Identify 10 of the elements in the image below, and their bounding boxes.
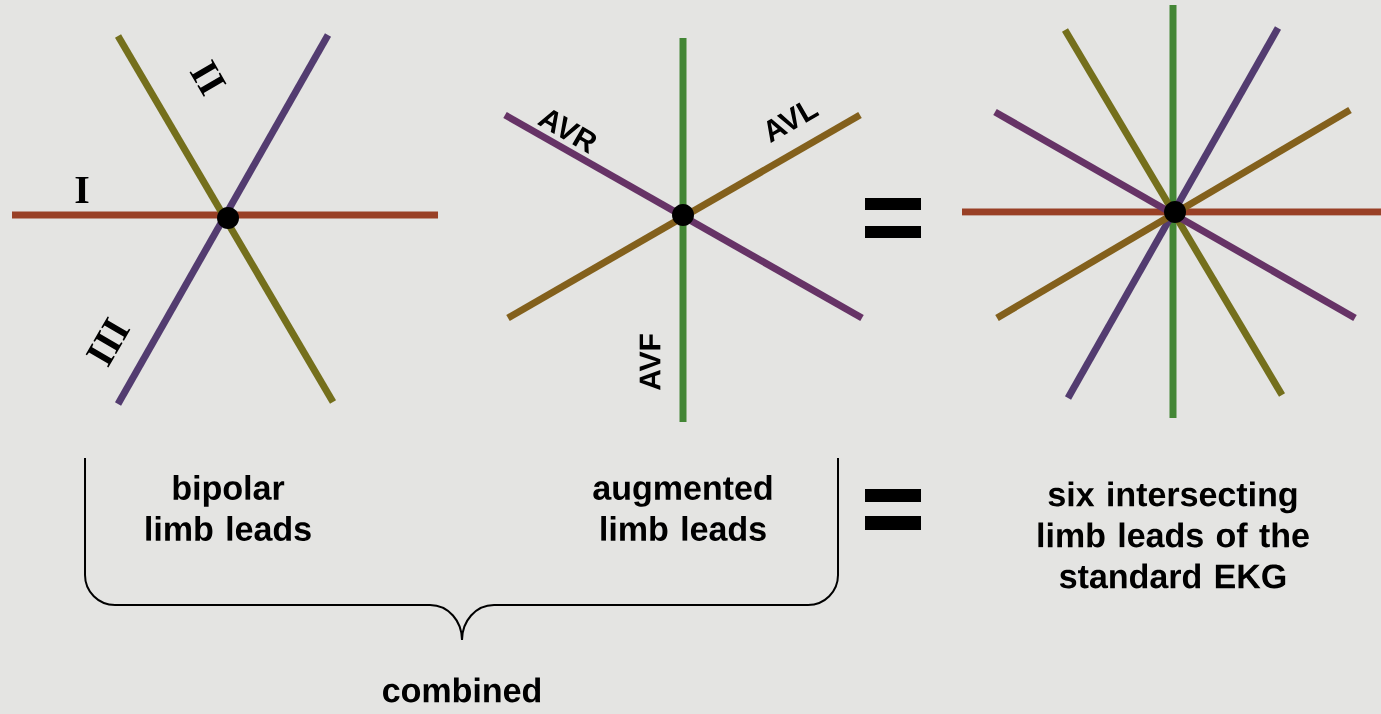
caption: augmented limb leads [593,475,772,541]
lead-label: AVR [537,109,597,154]
caption: bipolar limb leads [146,475,311,541]
lead-label: AVF [639,334,661,391]
lead-label: I [75,176,89,204]
lead-label: II [189,59,227,97]
caption: combined [383,677,541,703]
caption: six intersecting limb leads of the standard EKG [1038,481,1309,589]
lead-label: AVL [767,102,820,143]
lead-label: III [85,316,131,368]
